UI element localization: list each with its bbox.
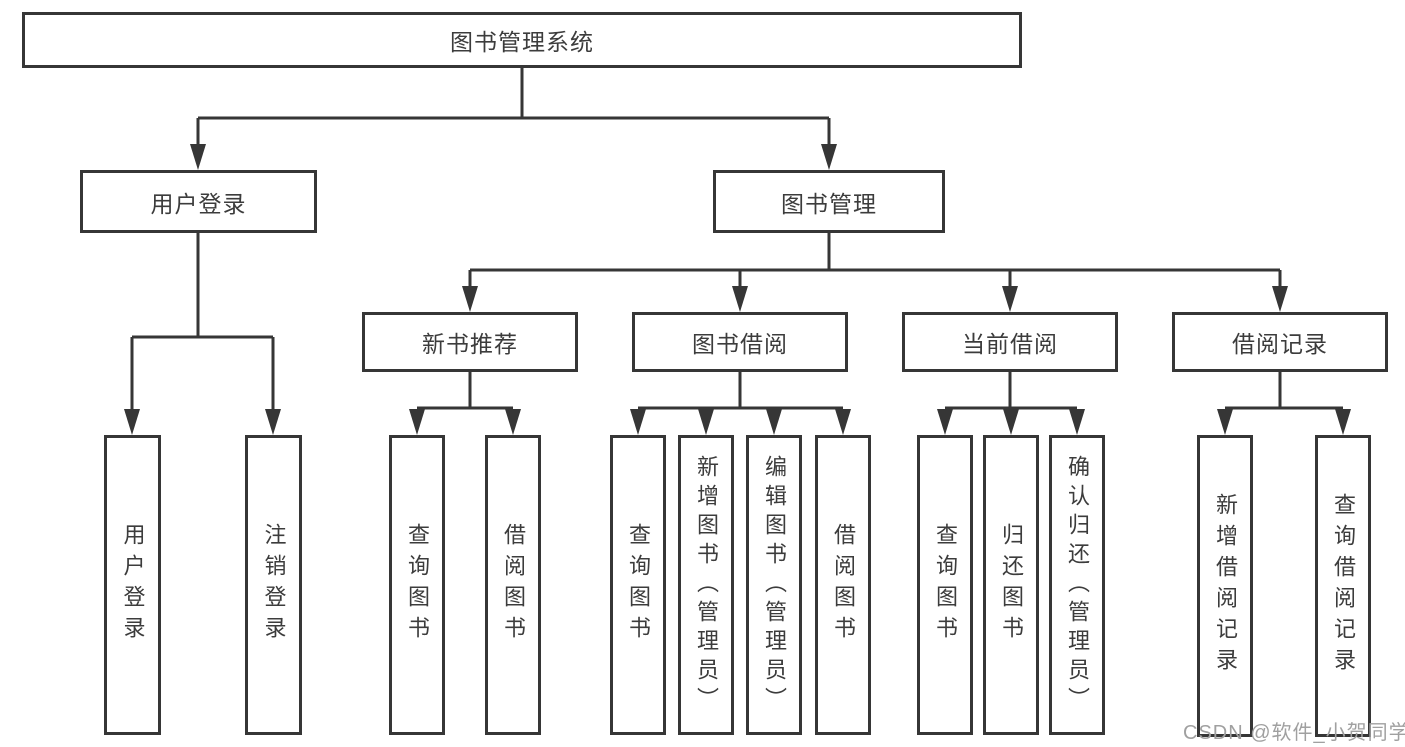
leaf-query-borrow-record: 查询借阅记录	[1315, 435, 1371, 737]
leaf-user-login: 用户登录	[104, 435, 161, 735]
leaf-confirm-return-admin: 确认归还（管理员）	[1049, 435, 1105, 735]
leaf-add-borrow-record: 新增借阅记录	[1197, 435, 1253, 737]
leaf-borrow-books-recommend: 借阅图书	[485, 435, 541, 735]
node-borrow-records: 借阅记录	[1172, 312, 1388, 372]
leaf-logout: 注销登录	[245, 435, 302, 735]
leaf-query-books-current: 查询图书	[917, 435, 973, 735]
node-user-login: 用户登录	[80, 170, 317, 233]
node-current-borrow: 当前借阅	[902, 312, 1118, 372]
node-new-book-recommend: 新书推荐	[362, 312, 578, 372]
arrowhead-icons	[124, 144, 1351, 435]
leaf-return-book: 归还图书	[983, 435, 1039, 735]
tree-branch-lines	[130, 68, 1343, 410]
leaf-query-books-borrow: 查询图书	[610, 435, 666, 735]
leaf-add-book-admin: 新增图书（管理员）	[678, 435, 734, 735]
node-root: 图书管理系统	[22, 12, 1022, 68]
leaf-edit-book-admin: 编辑图书（管理员）	[746, 435, 802, 735]
node-book-management: 图书管理	[713, 170, 945, 233]
leaf-borrow-books: 借阅图书	[815, 435, 871, 735]
csdn-watermark: CSDN @软件_小贺同学	[1183, 722, 1405, 744]
leaf-query-books-recommend: 查询图书	[389, 435, 445, 735]
node-book-borrow: 图书借阅	[632, 312, 848, 372]
